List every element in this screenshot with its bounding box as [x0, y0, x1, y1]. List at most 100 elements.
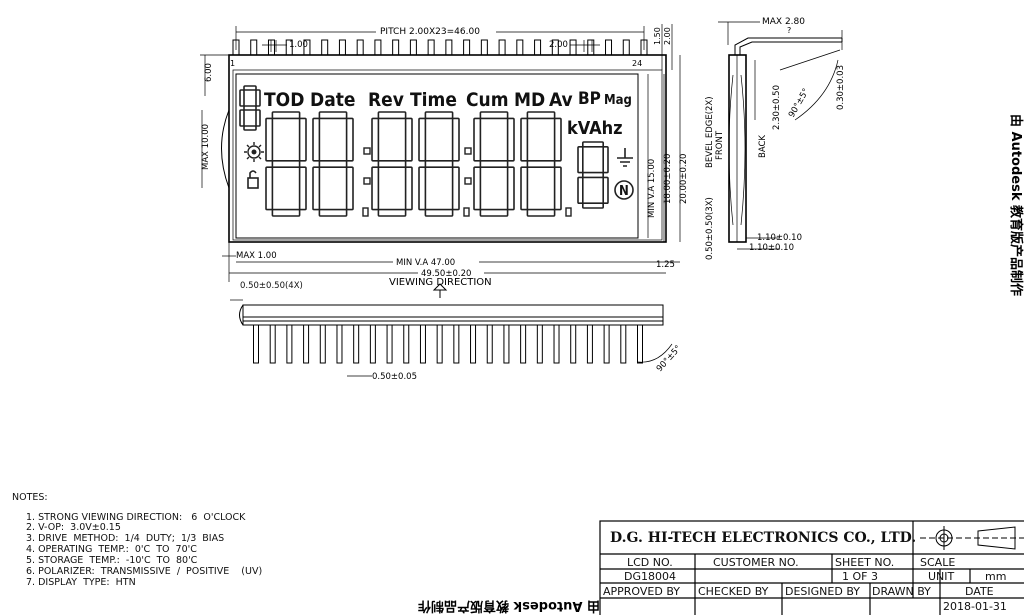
- designed-by: DESIGNED BY: [785, 585, 860, 598]
- label-md: MD: [514, 89, 545, 111]
- checked-by: CHECKED BY: [698, 585, 769, 598]
- side-050-3x: 0.50±0.50(3X): [705, 197, 715, 260]
- note-3: 3. DRIVE METHOD: 1/4 DUTY; 1/3 BIAS: [26, 533, 225, 544]
- label-cum: Cum: [466, 89, 509, 111]
- big-digit: [265, 111, 307, 217]
- viewing-area: [235, 73, 639, 239]
- bottom-pin: [536, 324, 543, 364]
- pin-pitch-dim: 2.00: [549, 40, 568, 50]
- dim-49-50: 49.50±0.20: [421, 269, 471, 279]
- dim-max-1-00: MAX 1.00: [236, 251, 277, 261]
- meter-gear-icon: [244, 142, 264, 162]
- seal-bulge: [221, 109, 230, 189]
- note-6: 6. POLARIZER: TRANSMISSIVE / POSITIVE (U…: [26, 566, 263, 577]
- glass-outline: [228, 54, 667, 243]
- side-1-10-b: 1.10±0.10: [749, 243, 794, 253]
- pitch-dimension-text: PITCH 2.00X23=46.00: [380, 27, 480, 37]
- dim-min-va-47: MIN V.A 47.00: [396, 258, 455, 268]
- notes-title: NOTES:: [12, 492, 48, 503]
- bottom-pin: [486, 324, 493, 364]
- big-digit: [418, 111, 460, 217]
- bottom-pin: [586, 324, 593, 364]
- label-time: Time: [410, 89, 457, 111]
- dim-pin-050-4x-label: 0.50±0.50(4X): [240, 281, 303, 291]
- drawn-by: DRAWN BY: [872, 585, 931, 598]
- big-digit: [312, 111, 354, 217]
- side-1-10-a: 1.10±0.10: [757, 233, 802, 243]
- bottom-pin: [570, 324, 577, 364]
- dim-pin-pitch: 0.50±0.05: [372, 372, 417, 382]
- side-bevel-edge: BEVEL EDGE(2X): [705, 96, 715, 168]
- side-max-2-80: MAX 2.80: [762, 17, 805, 27]
- note-7: 7. DISPLAY TYPE: HTN: [26, 577, 136, 588]
- sheet-no-label: SHEET NO.: [835, 556, 895, 569]
- bottom-pin: [253, 324, 259, 364]
- big-digit: [473, 111, 515, 217]
- dim-1-50: 1.50: [653, 27, 662, 45]
- colon-separators: [362, 147, 572, 217]
- bottom-pin: [319, 324, 326, 364]
- side-question: ?: [787, 26, 791, 35]
- label-kvahz: kVAhz: [567, 118, 623, 139]
- right-small-digit: [577, 141, 609, 209]
- bottom-pin: [503, 324, 510, 364]
- dim-max-10: MAX 10.00: [201, 124, 211, 170]
- note-5: 5. STORAGE TEMP.: -10'C TO 80'C: [26, 555, 198, 566]
- bottom-pin-row: [253, 324, 643, 364]
- bottom-pin: [419, 324, 426, 364]
- company-name: D.G. HI-TECH ELECTRONICS CO., LTD.: [610, 530, 917, 546]
- earth-ground-icon: [617, 148, 633, 167]
- label-av: Av: [549, 89, 573, 111]
- dim-1-25: 1.25: [656, 260, 675, 270]
- bottom-pin: [353, 324, 360, 364]
- lock-icon: [247, 170, 259, 189]
- neutral-n-icon: N: [614, 180, 634, 200]
- scale-label: SCALE: [920, 556, 956, 569]
- bottom-pin: [436, 324, 443, 364]
- label-bp: BP: [578, 89, 601, 109]
- dim-min-va-15: MIN V.A 15.00: [647, 159, 657, 218]
- customer-no-label: CUSTOMER NO.: [713, 556, 799, 569]
- dim-20: 20.00±0.20: [679, 154, 689, 204]
- lcd-segments: TOD Date Rev Time Cum MD Av BP Mag kVAhz: [239, 85, 634, 217]
- note-2: 2. V-OP: 3.0V±0.15: [26, 522, 121, 533]
- note-4: 4. OPERATING TEMP.: 0'C TO 70'C: [26, 544, 197, 555]
- label-date: Date: [310, 89, 356, 111]
- dim-6-00: 6.00: [204, 63, 214, 82]
- note-1: 1. STRONG VIEWING DIRECTION: 6 O'CLOCK: [26, 512, 246, 523]
- unit-label: UNIT: [928, 570, 955, 583]
- bottom-pin: [553, 324, 560, 364]
- projection-symbol-icon: [920, 526, 1024, 550]
- bottom-pin: [369, 324, 376, 364]
- top-right-dims: 1.50 2.00: [653, 24, 673, 70]
- lcd-no-value: DG18004: [624, 570, 676, 583]
- side-0-30: 0.30±0.03: [836, 65, 846, 110]
- bottom-pin: [336, 324, 343, 364]
- small-digit-cell: [239, 85, 261, 131]
- date-label: DATE: [965, 585, 994, 598]
- side-front: FRONT: [715, 130, 725, 160]
- bottom-pin: [453, 324, 460, 364]
- pin-width-dim: 1.00: [289, 40, 308, 50]
- date-value: 2018-01-31: [943, 600, 1007, 613]
- bottom-pin: [520, 324, 527, 364]
- pin-side-view: 0.50±0.50(4X) 0.50±0.05 90°±5°: [230, 299, 684, 382]
- autodesk-watermark-bottom: 由 Autodesk 教育版产品制作: [418, 598, 600, 614]
- bottom-pin: [386, 324, 393, 364]
- big-digit: [520, 111, 562, 217]
- front-view: 1 24 PITCH 2.00X23=46.00 1.00 2.00 1.50 …: [200, 24, 689, 282]
- unit-value: mm: [985, 570, 1007, 583]
- bottom-pin: [286, 324, 293, 364]
- big-digits: [265, 111, 562, 217]
- glass-inner-outline: [232, 69, 663, 241]
- dim-2-00: 2.00: [663, 27, 672, 45]
- autodesk-watermark-right: 由 Autodesk 教育版产品制作: [1008, 114, 1024, 296]
- label-tod: TOD: [264, 89, 304, 111]
- pin-last-label: 24: [632, 59, 642, 68]
- big-digit: [371, 111, 413, 217]
- label-rev: Rev: [368, 89, 404, 111]
- bottom-pin: [637, 324, 643, 364]
- side-pin: [734, 37, 842, 55]
